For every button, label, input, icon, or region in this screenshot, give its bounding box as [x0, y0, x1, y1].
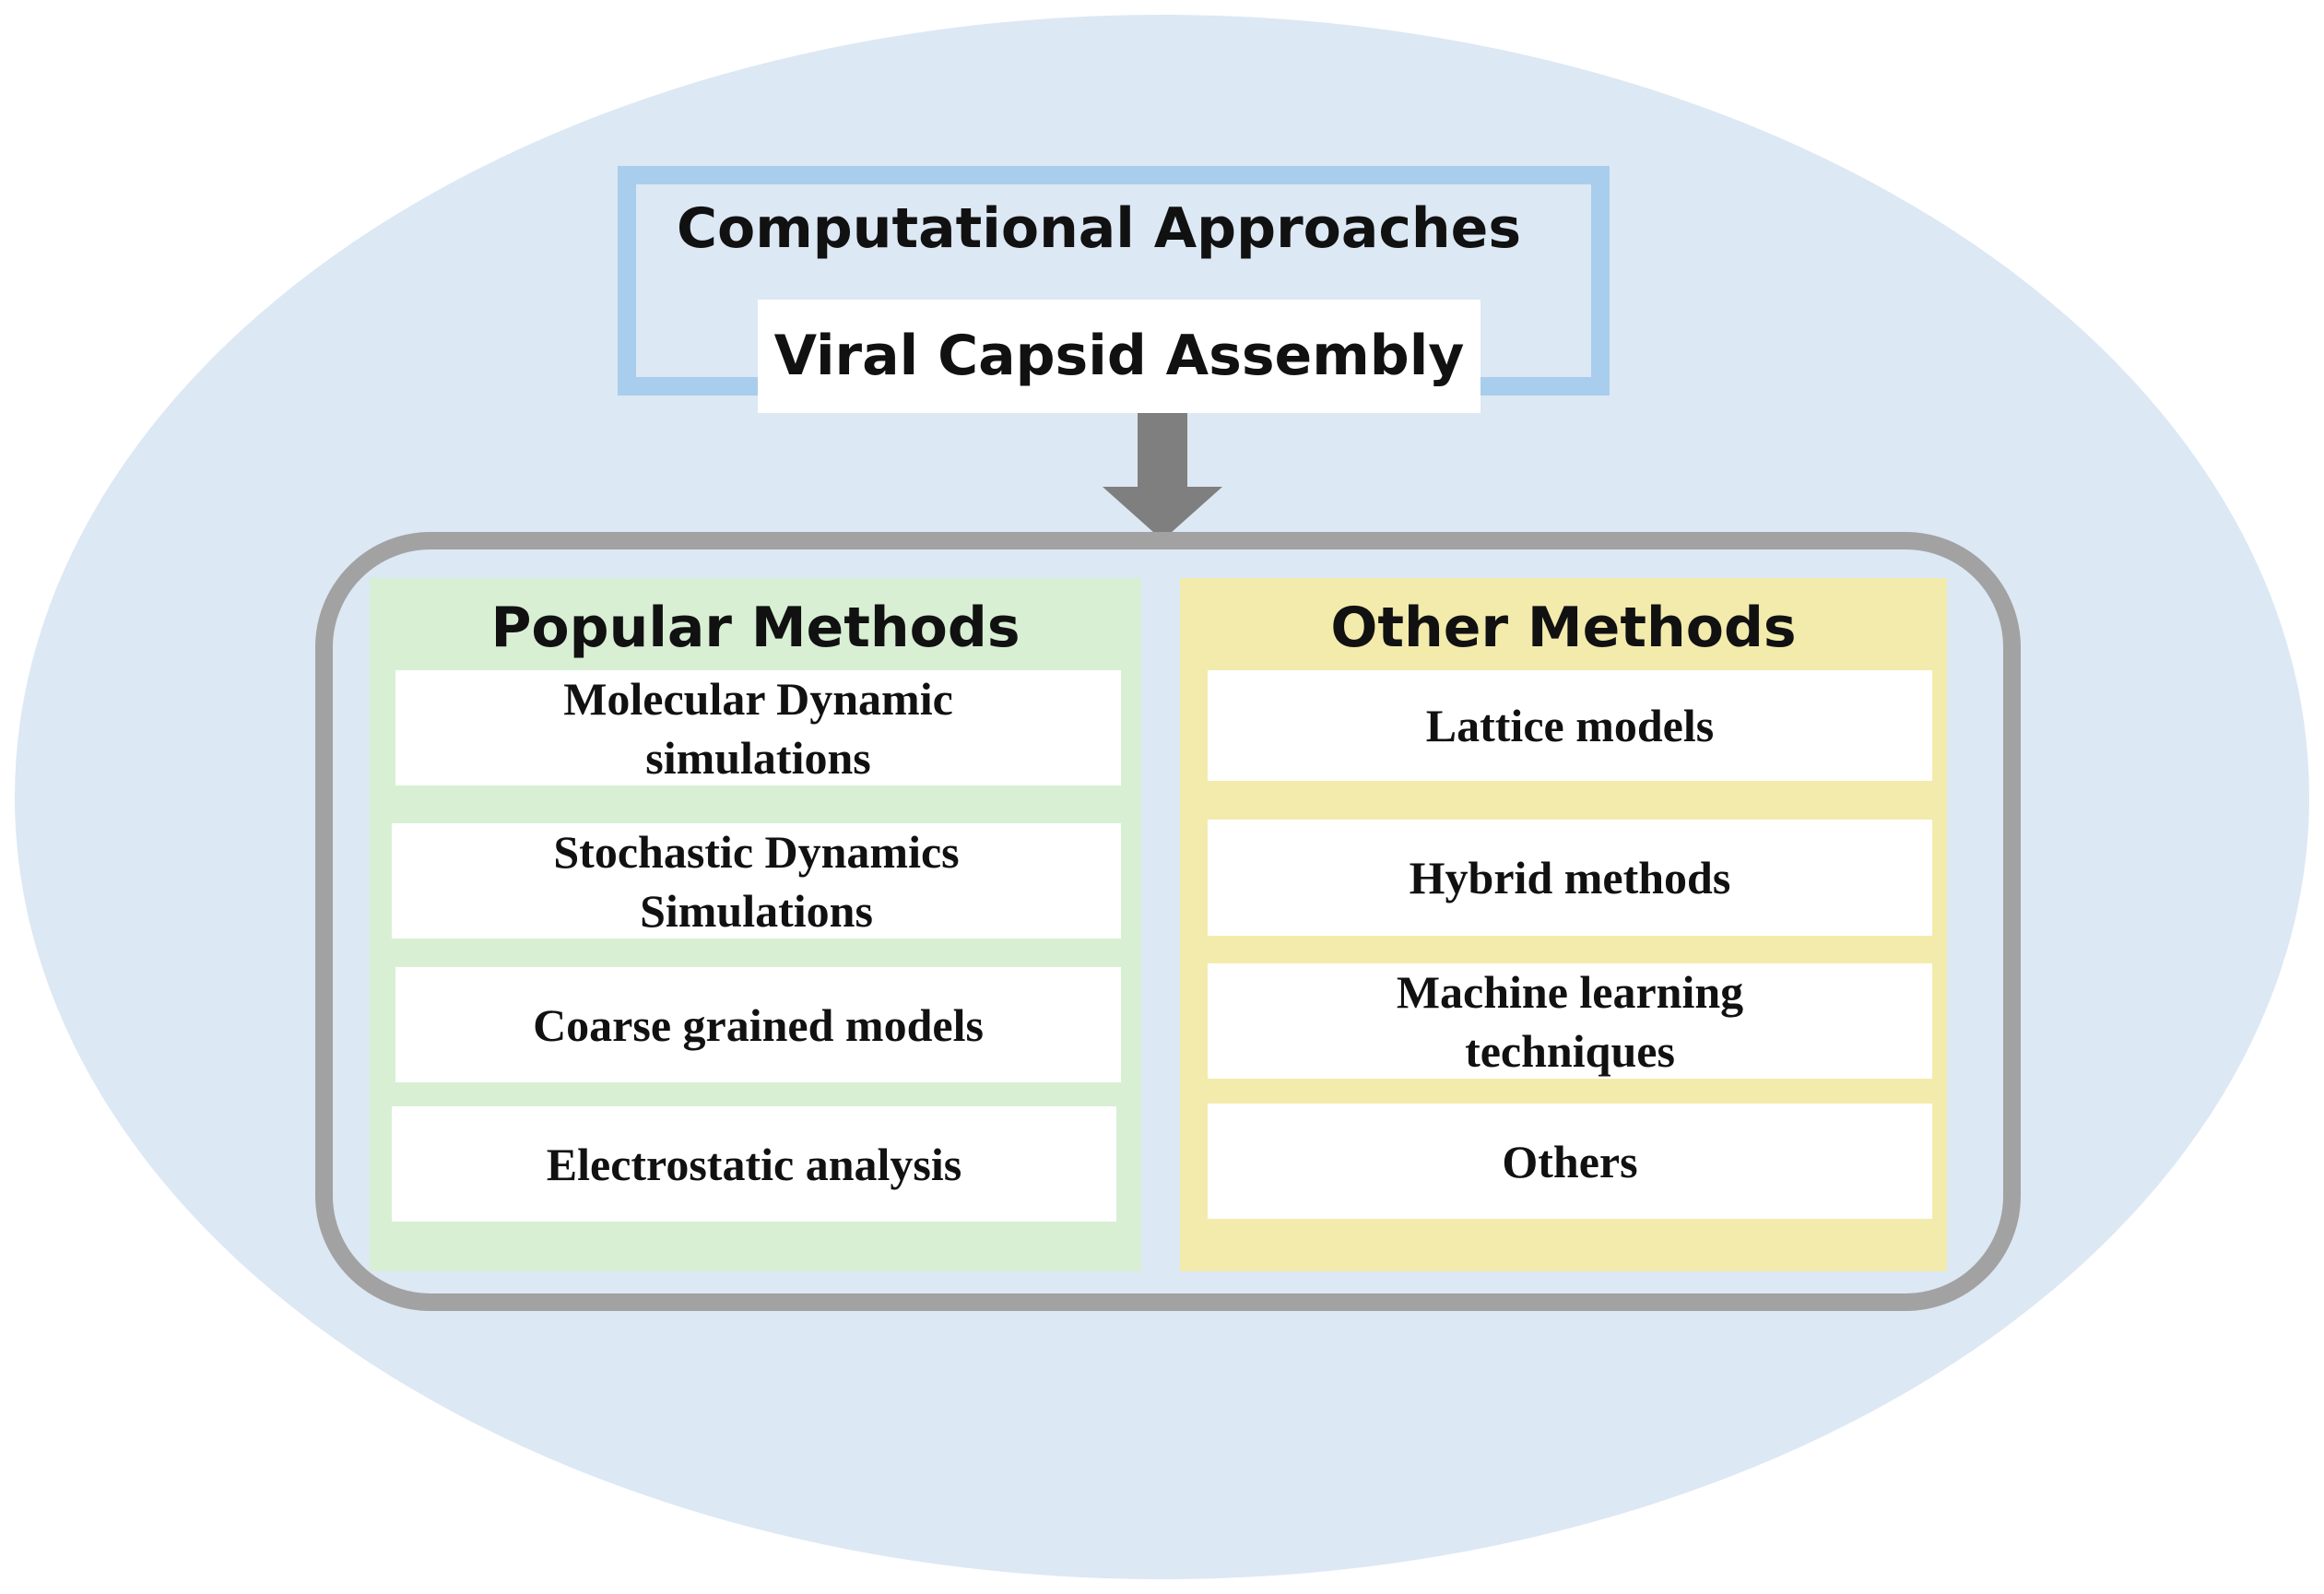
method-label: Others — [1502, 1135, 1638, 1187]
method-label: Coarse grained models — [533, 998, 984, 1051]
subtitle-text: Viral Capsid Assembly — [773, 324, 1465, 388]
method-box-others: Others — [1208, 1104, 1932, 1219]
header-title: Computational Approaches — [677, 196, 1522, 261]
method-label: Molecular Dynamic simulations — [563, 672, 953, 784]
other-methods-title: Other Methods — [1330, 596, 1797, 660]
method-label: Machine learning techniques — [1396, 965, 1744, 1077]
method-box-stochastic-dynamics: Stochastic Dynamics Simulations — [392, 823, 1121, 939]
subtitle-box: Viral Capsid Assembly — [758, 300, 1481, 413]
down-arrow-icon — [1103, 413, 1222, 540]
method-box-machine-learning: Machine learning techniques — [1208, 963, 1932, 1079]
method-box-lattice: Lattice models — [1208, 670, 1932, 781]
method-box-hybrid: Hybrid methods — [1208, 820, 1932, 936]
method-label: Electrostatic analysis — [546, 1138, 962, 1190]
method-box-electrostatic: Electrostatic analysis — [392, 1106, 1116, 1222]
other-methods-panel: Other Methods Lattice models Hybrid meth… — [1180, 578, 1947, 1271]
method-box-coarse-grained: Coarse grained models — [395, 967, 1121, 1082]
popular-methods-title: Popular Methods — [490, 596, 1020, 660]
method-box-molecular-dynamics: Molecular Dynamic simulations — [395, 670, 1121, 785]
method-label: Hybrid methods — [1409, 852, 1731, 903]
method-label: Lattice models — [1425, 700, 1715, 751]
methods-container — [315, 532, 2021, 1311]
method-label: Stochastic Dynamics Simulations — [553, 825, 960, 937]
popular-methods-panel: Popular Methods Molecular Dynamic simula… — [370, 578, 1141, 1271]
